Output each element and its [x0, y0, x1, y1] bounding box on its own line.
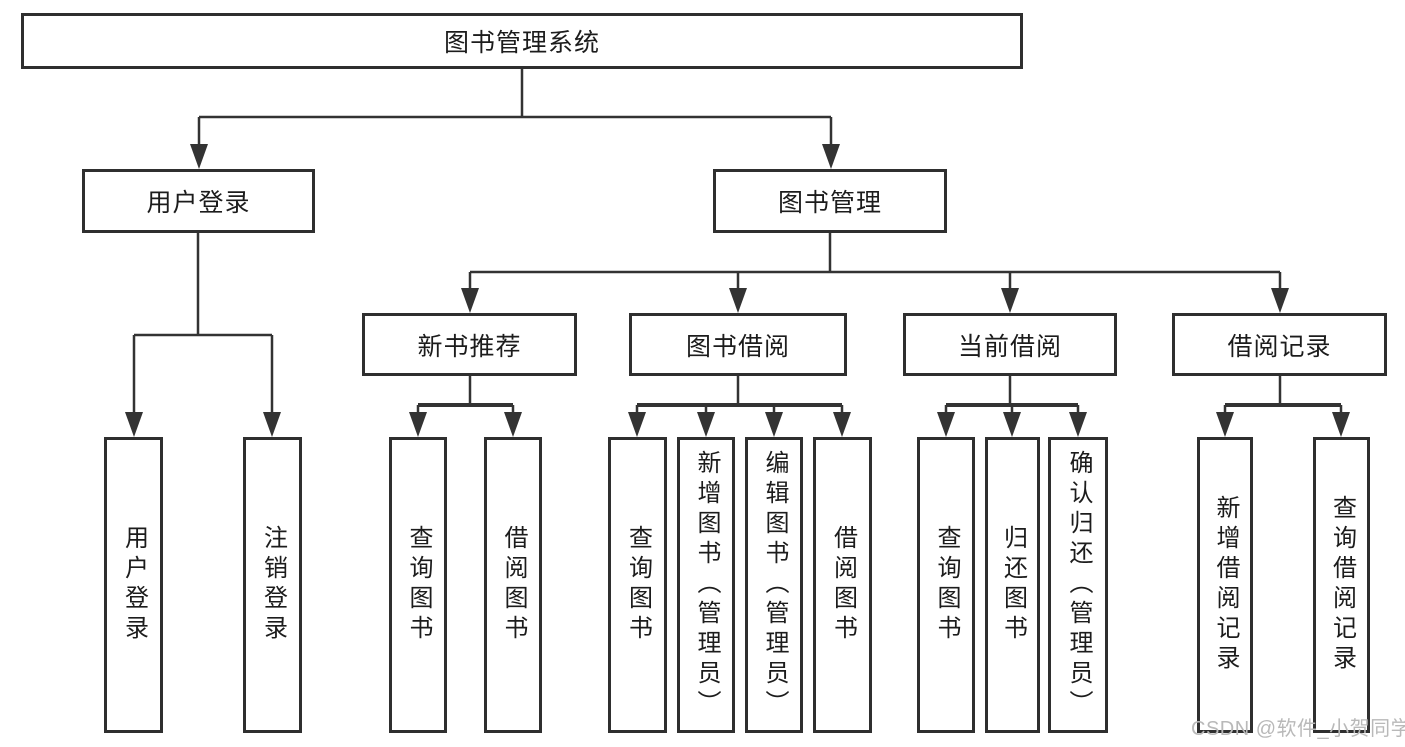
- leaf-confirm-return-admin: 确认归还（管理员）: [1048, 437, 1108, 733]
- leaf-query-book-recommend: 查询图书: [389, 437, 447, 733]
- leaf-query-borrow-record: 查询借阅记录: [1313, 437, 1370, 733]
- leaf-borrow-book-recommend: 借阅图书: [484, 437, 542, 733]
- node-new-book-recommend: 新书推荐: [362, 313, 577, 376]
- node-book-borrow: 图书借阅: [629, 313, 847, 376]
- node-current-borrow: 当前借阅: [903, 313, 1117, 376]
- leaf-query-book-borrow: 查询图书: [608, 437, 667, 733]
- leaf-add-book-admin: 新增图书（管理员）: [677, 437, 735, 733]
- node-library-system-root: 图书管理系统: [21, 13, 1023, 69]
- node-borrow-records: 借阅记录: [1172, 313, 1387, 376]
- leaf-query-book-current: 查询图书: [917, 437, 975, 733]
- leaf-edit-book-admin: 编辑图书（管理员）: [745, 437, 803, 733]
- arrowheads: [125, 144, 1350, 437]
- leaf-return-book: 归还图书: [985, 437, 1040, 733]
- node-user-login-group: 用户登录: [82, 169, 315, 233]
- leaf-logout: 注销登录: [243, 437, 302, 733]
- leaf-add-borrow-record: 新增借阅记录: [1197, 437, 1253, 733]
- node-book-management: 图书管理: [713, 169, 947, 233]
- leaf-borrow-book: 借阅图书: [813, 437, 872, 733]
- watermark: CSDN @软件_小贺同学: [1191, 718, 1405, 740]
- leaf-user-login: 用户登录: [104, 437, 163, 733]
